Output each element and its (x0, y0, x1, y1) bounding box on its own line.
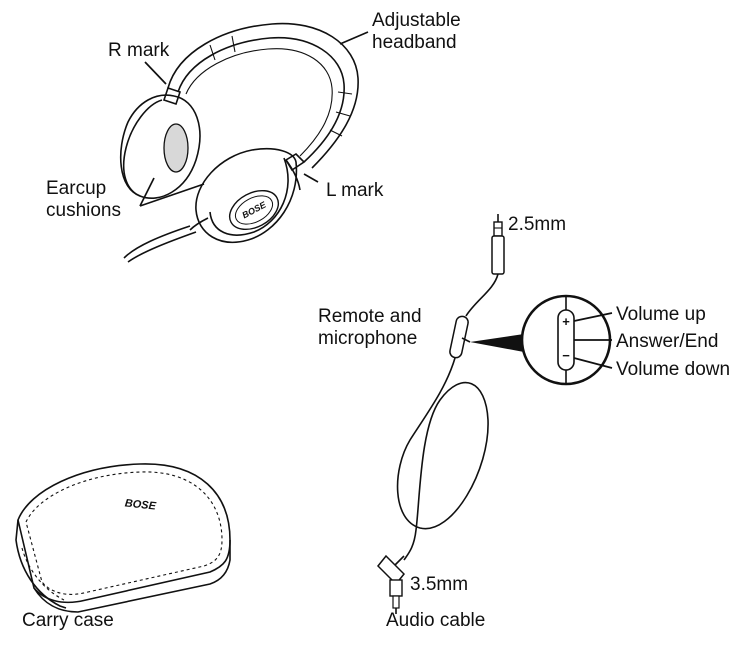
headphone-cable (123, 225, 191, 259)
right-earcup (119, 86, 201, 200)
volume-down-label: Volume down (616, 359, 731, 380)
carry-case-drawing: BOSE (15, 463, 231, 613)
plug-2-5mm (491, 214, 505, 275)
left-earcup: BOSE (189, 147, 306, 244)
l-mark-label: L mark (326, 180, 384, 201)
earcup-leader-2 (139, 183, 205, 207)
r-mark-leader (144, 61, 167, 85)
volume-up-label: Volume up (616, 304, 706, 325)
volume-up-leader (573, 312, 613, 322)
zoom-wedge (470, 334, 524, 352)
answer-end-label: Answer/End (616, 331, 719, 352)
audio-cable-label: Audio cable (386, 610, 486, 631)
earcup-leader-1 (139, 177, 155, 207)
headband-leader (339, 31, 369, 45)
case-lid (17, 463, 231, 604)
remote-mic-label: Remote and microphone (318, 306, 422, 349)
left-earcup-plate (228, 189, 280, 231)
earcup-cushions-label: Earcup cushions (46, 178, 121, 221)
case-logo: BOSE (124, 497, 157, 512)
plug-3-5mm-label: 3.5mm (410, 574, 469, 595)
audio-cable-drawing (376, 214, 505, 614)
right-cushion (163, 123, 189, 173)
plug-3-5mm (376, 554, 406, 614)
l-mark-leader (303, 173, 319, 183)
headband (167, 22, 359, 169)
headband-label: Adjustable headband (372, 10, 461, 53)
r-mark-label: R mark (108, 40, 170, 61)
carry-case-label: Carry case (22, 610, 114, 631)
remote-on-cable (449, 315, 469, 359)
volume-down-leader (573, 357, 613, 369)
plus-symbol: + (562, 314, 570, 329)
minus-symbol: − (562, 348, 570, 363)
plug-2-5mm-label: 2.5mm (508, 214, 567, 235)
headphones-drawing: BOSE (119, 22, 359, 263)
